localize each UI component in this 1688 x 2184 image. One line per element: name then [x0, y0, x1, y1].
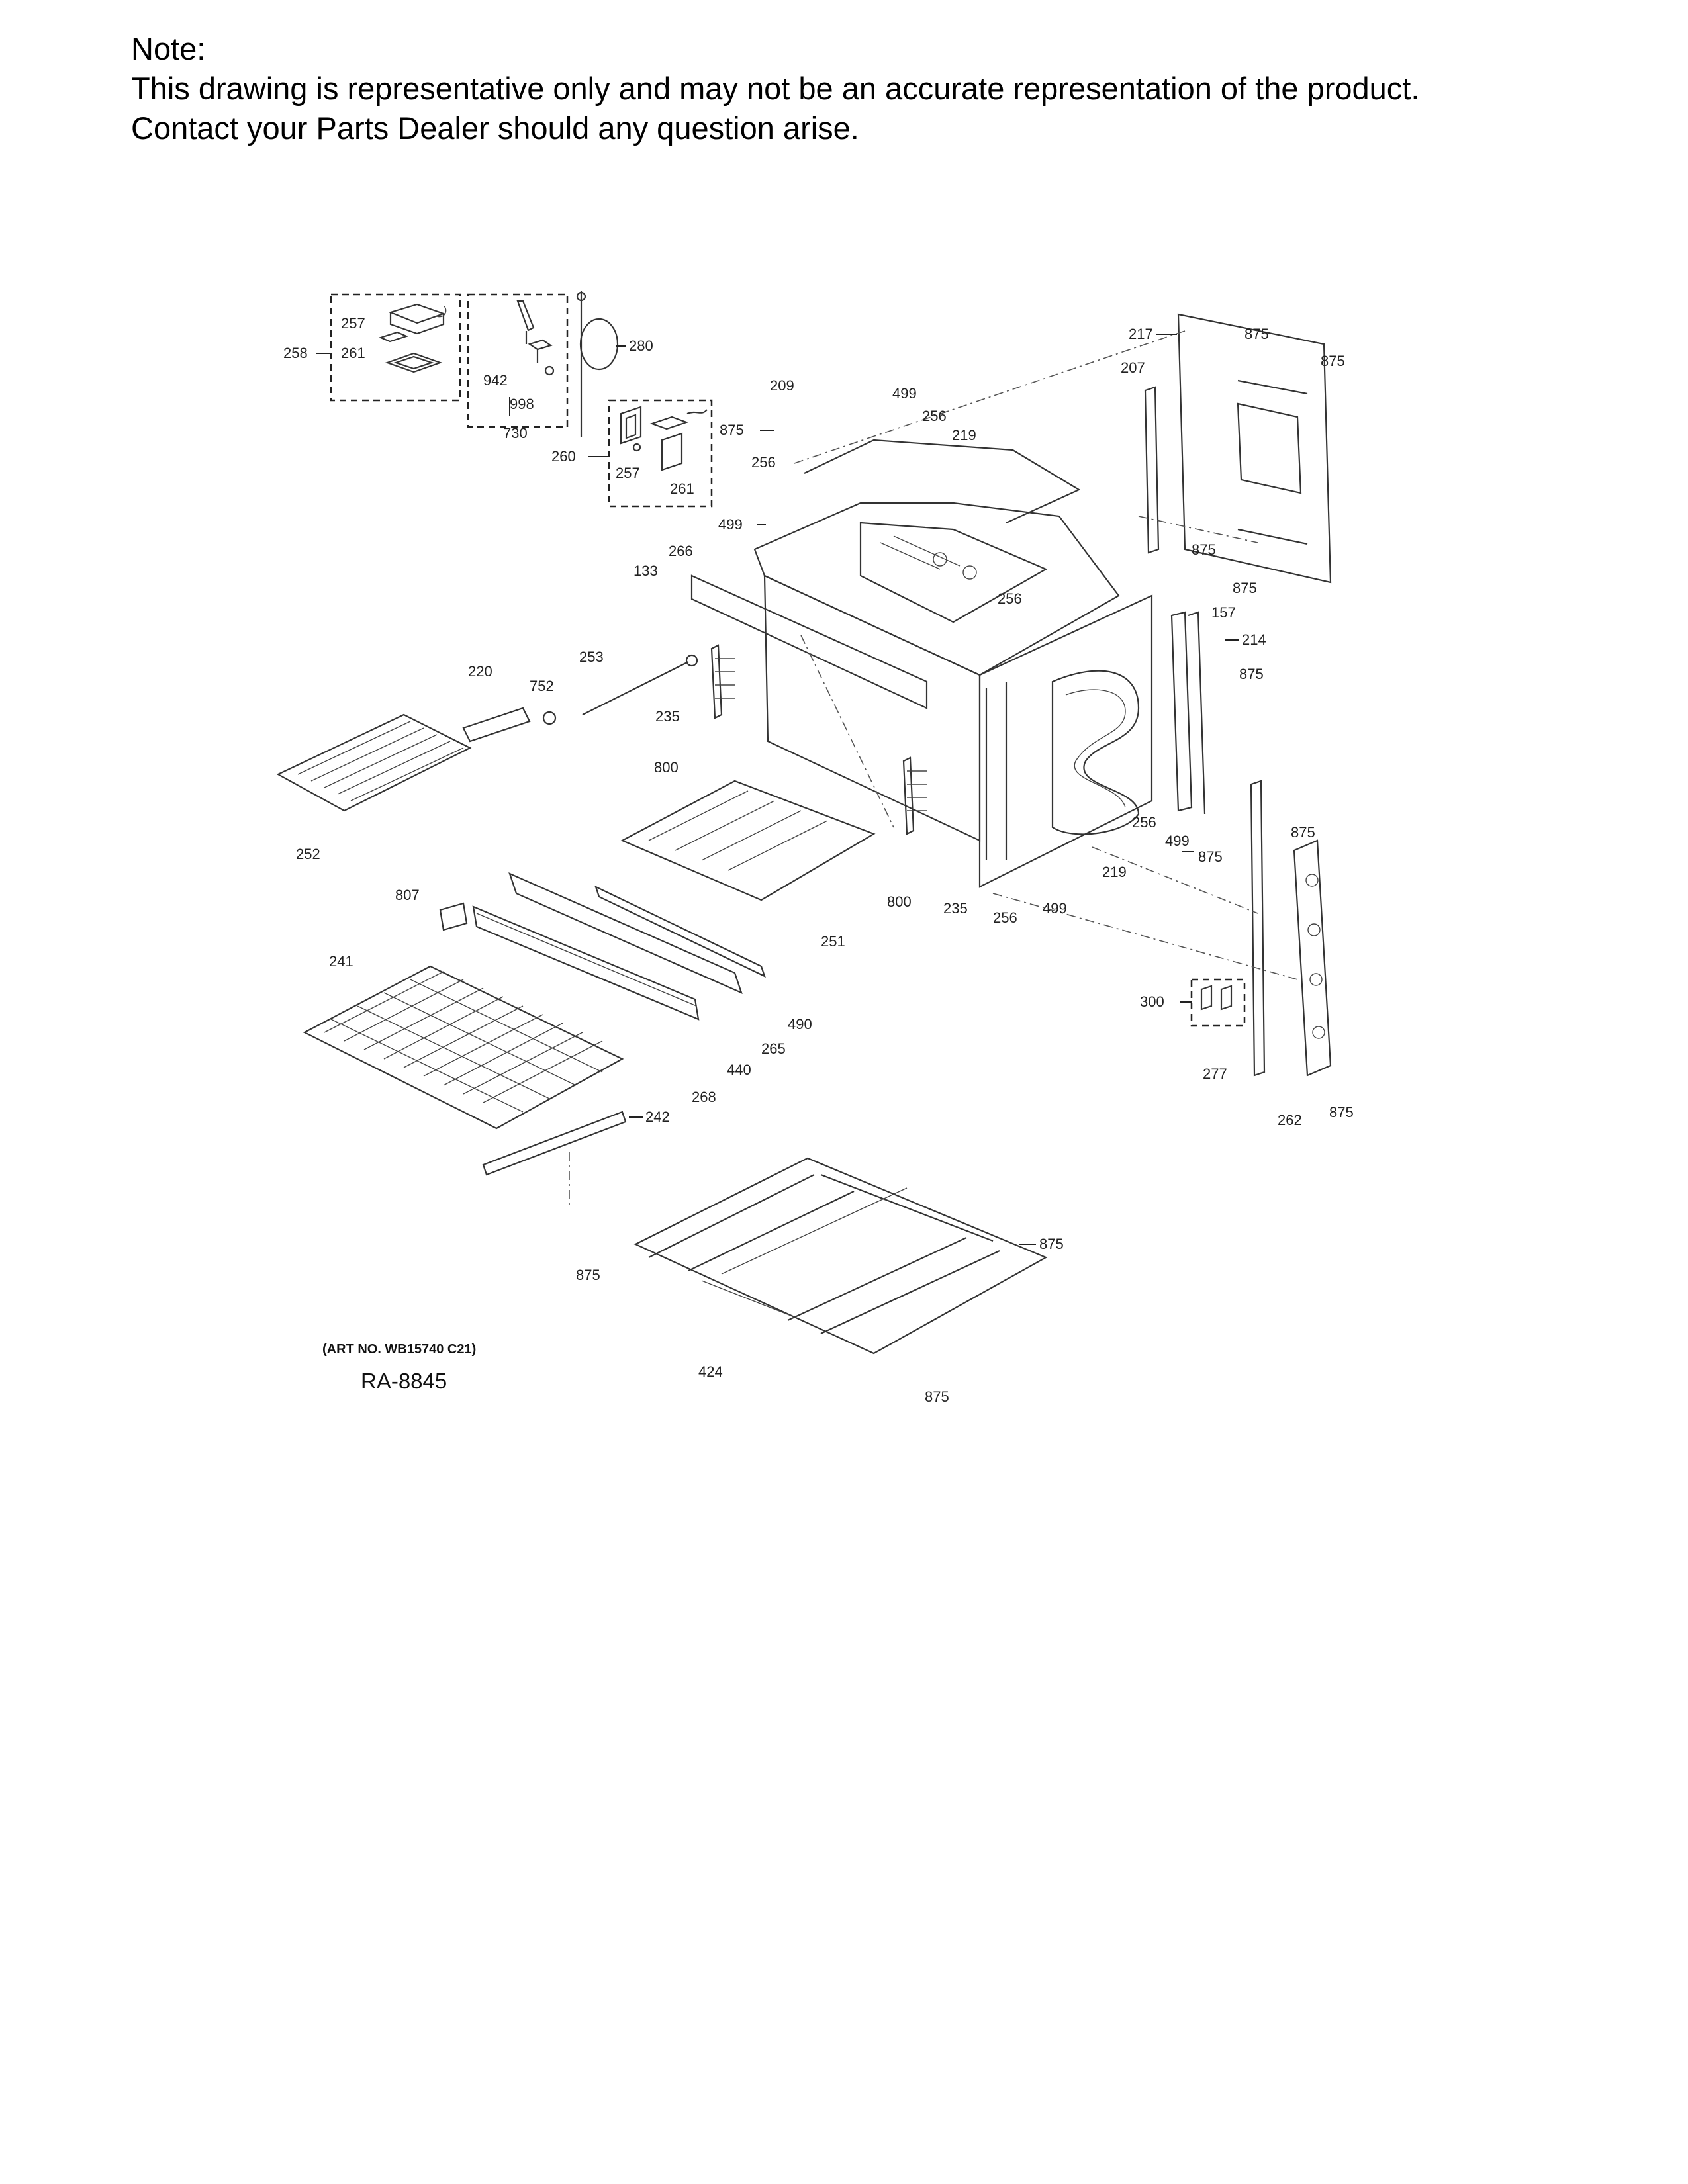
callout-261-b: 261 [670, 480, 694, 497]
kit-box-258 [330, 293, 461, 402]
callout-235-b: 235 [943, 900, 968, 917]
callout-998: 998 [510, 396, 534, 412]
callout-875-f: 875 [1239, 666, 1264, 682]
callout-490: 490 [788, 1016, 812, 1032]
callout-875-i: 875 [1329, 1104, 1354, 1120]
callout-256-b: 256 [922, 408, 947, 424]
part-242-rack-slide [482, 1111, 627, 1176]
callout-262: 262 [1278, 1112, 1302, 1128]
callout-499-d: 499 [1165, 833, 1190, 849]
callout-800-b: 800 [887, 893, 912, 910]
callout-800-a: 800 [654, 759, 679, 776]
callout-424: 424 [698, 1363, 723, 1380]
part-214-bracket [1170, 611, 1206, 815]
assembly-lines [569, 330, 1298, 1205]
callout-253: 253 [579, 649, 604, 665]
callout-875-g: 875 [1198, 848, 1223, 865]
callout-277: 277 [1203, 1066, 1227, 1082]
callout-875-c: 875 [1321, 353, 1345, 369]
callout-440: 440 [727, 1062, 751, 1078]
callout-257: 257 [341, 315, 365, 332]
callout-217: 217 [1129, 326, 1153, 342]
callout-241: 241 [329, 953, 353, 970]
callout-875-d: 875 [1192, 541, 1216, 558]
callout-730: 730 [503, 425, 528, 441]
callout-219-a: 219 [952, 427, 976, 443]
part-251-bake-element [620, 780, 876, 901]
part-207-strip [1144, 386, 1160, 554]
kit-box-300 [1190, 978, 1246, 1027]
callout-499-b: 499 [892, 385, 917, 402]
callout-875-l: 875 [925, 1388, 949, 1405]
callout-labels: 257 258 261 942 998 730 280 260 257 261 … [283, 315, 1354, 1405]
note-heading: Note: [131, 31, 206, 66]
callout-260: 260 [551, 448, 576, 465]
callout-219-b: 219 [1102, 864, 1127, 880]
callout-875-k: 875 [1039, 1236, 1064, 1252]
part-265-vent-cover [508, 872, 743, 995]
callout-807: 807 [395, 887, 420, 903]
callout-256-c: 256 [998, 590, 1022, 607]
part-280-sensor [576, 291, 619, 437]
callout-256-d: 256 [993, 909, 1017, 926]
part-424-bottom-panel [633, 1157, 1048, 1355]
callout-207: 207 [1121, 359, 1145, 376]
part-217-rear-panel [1177, 313, 1332, 584]
callout-235-a: 235 [655, 708, 680, 725]
part-490-trim-strip [594, 885, 766, 978]
part-440-vent-grille [472, 905, 700, 1021]
callout-499-a: 499 [718, 516, 743, 533]
kit-box-730 [467, 293, 569, 428]
note-line-contact: Contact your Parts Dealer should any que… [131, 111, 859, 146]
callout-499-c: 499 [1043, 900, 1067, 917]
callout-752: 752 [530, 678, 554, 694]
callout-875-b: 875 [1244, 326, 1269, 342]
callout-220: 220 [468, 663, 492, 680]
part-252-broil-element [276, 707, 531, 812]
callout-265: 265 [761, 1040, 786, 1057]
callout-875-e: 875 [1233, 580, 1257, 596]
callout-261: 261 [341, 345, 365, 361]
callout-252: 252 [296, 846, 320, 862]
callout-256-a: 256 [751, 454, 776, 471]
callout-875-a: 875 [720, 422, 744, 438]
callout-875-h: 875 [1291, 824, 1315, 841]
callout-942: 942 [483, 372, 508, 388]
callout-300: 300 [1140, 993, 1164, 1010]
callout-266: 266 [669, 543, 693, 559]
callout-268: 268 [692, 1089, 716, 1105]
callout-280: 280 [629, 338, 653, 354]
disclaimer-note: Note: This drawing is representative onl… [131, 29, 1419, 148]
callout-209: 209 [770, 377, 794, 394]
art-number: (ART NO. WB15740 C21) [322, 1342, 476, 1357]
callout-251: 251 [821, 933, 845, 950]
callout-242: 242 [645, 1109, 670, 1125]
callout-258: 258 [283, 345, 308, 361]
callout-256-e: 256 [1132, 814, 1156, 831]
callout-257-b: 257 [616, 465, 640, 481]
callout-214: 214 [1242, 631, 1266, 648]
leader-lines [316, 334, 1239, 1245]
oven-cavity [753, 439, 1153, 888]
part-241-oven-rack [303, 965, 624, 1130]
part-235-rack-supports [710, 644, 927, 835]
part-277-side-trim [1250, 780, 1266, 1077]
note-line-representative: This drawing is representative only and … [131, 71, 1420, 106]
callout-133: 133 [633, 563, 658, 579]
callout-875-j: 875 [576, 1267, 600, 1283]
callout-157: 157 [1211, 604, 1236, 621]
part-253-probe [542, 654, 698, 725]
part-266-front-rail [690, 574, 928, 709]
part-807-bracket [439, 902, 468, 931]
drawing-id: RA-8845 [361, 1369, 447, 1393]
kit-box-260 [608, 399, 713, 508]
part-262-vent-trim [1293, 839, 1332, 1077]
